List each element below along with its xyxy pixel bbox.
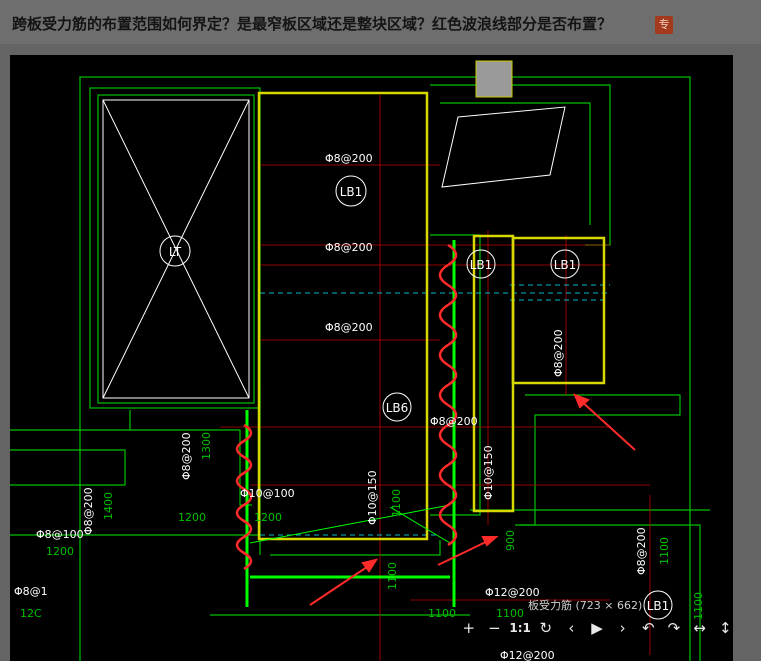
label-lb1-top: LB1	[340, 185, 363, 199]
rebar-label: Φ10@100	[240, 487, 295, 500]
label-lb6: LB6	[386, 401, 409, 415]
rebar-label: Φ8@200	[180, 432, 193, 480]
rebar-label: Φ10@150	[366, 470, 379, 525]
arrows	[309, 393, 636, 606]
dimension-label: 1100	[658, 537, 671, 565]
rebar-dimension	[249, 504, 451, 544]
elevator-shaft	[102, 99, 566, 399]
rotate-left-icon: ↶	[642, 619, 655, 637]
rebar-label: Φ8@200	[430, 415, 478, 428]
flip-vertical-icon: ↕	[718, 619, 732, 637]
dimension-label: 1100	[496, 607, 524, 620]
reset-button[interactable]: ↻	[533, 615, 559, 641]
prev-button[interactable]: ‹	[559, 615, 585, 641]
flip-vertical-button[interactable]: ↕	[712, 615, 738, 641]
label-lt: LT	[169, 245, 182, 259]
axis-lines	[220, 95, 651, 661]
play-button[interactable]: ▶	[584, 615, 610, 641]
dimension-label: 1100	[692, 592, 705, 620]
cyan-lines	[260, 284, 610, 536]
dimension-label: 1200	[46, 545, 74, 558]
flip-horizontal-button[interactable]: ↔	[687, 615, 713, 641]
minus-icon: −	[488, 619, 501, 637]
column-block	[475, 60, 513, 98]
rebar-label: Φ8@200	[82, 487, 95, 535]
rotate-right-button[interactable]: ↷	[661, 615, 687, 641]
rebar-label: Φ12@200	[500, 649, 555, 661]
dimension-label: 12C	[20, 607, 42, 620]
actual-size-button[interactable]: 1:1	[507, 615, 533, 641]
rebar-label: Φ8@200	[552, 329, 565, 377]
dimension-label: 1100	[428, 607, 456, 620]
dimension-label: 1100	[390, 489, 403, 517]
rebar-label: Φ8@1	[14, 585, 48, 598]
refresh-icon: ↻	[539, 619, 553, 637]
dimension-label: 1300	[200, 432, 213, 460]
expert-badge: 专	[655, 16, 673, 34]
dimension-label: 1200	[178, 511, 206, 524]
rebar-label: Φ12@200	[485, 586, 540, 599]
rebar-label: Φ8@100	[36, 528, 84, 541]
label-lb1-right: LB1	[554, 258, 577, 272]
wavy-lines	[235, 243, 458, 571]
rebar-label: Φ8@200	[325, 241, 373, 254]
rebar-label: Φ8@200	[635, 527, 648, 575]
rebar-lines	[245, 240, 456, 607]
rotate-right-icon: ↷	[667, 619, 681, 637]
dimension-label: 900	[504, 530, 517, 551]
actual-size-icon: 1:1	[509, 621, 531, 635]
dimension-label: 1400	[102, 492, 115, 520]
chevron-right-icon: ›	[619, 619, 626, 637]
image-viewer[interactable]: LT LB1 LB1 LB1 LB6 LB1 Φ8@200 Φ8@200 Φ8@…	[10, 55, 733, 661]
zoom-in-button[interactable]: +	[456, 615, 482, 641]
post-header: 跨板受力筋的布置范围如何界定？是最窄板区域还是整块区域？红色波浪线部分是否布置？…	[0, 0, 761, 44]
viewer-toolbar: + − 1:1 ↻ ‹ ▶ › ↶ ↷ ↔ ↕	[456, 615, 738, 641]
cad-drawing: LT LB1 LB1 LB1 LB6 LB1 Φ8@200 Φ8@200 Φ8@…	[10, 60, 710, 661]
chevron-left-icon: ‹	[568, 619, 575, 637]
rebar-label: Φ10@150	[482, 445, 495, 500]
flip-horizontal-icon: ↔	[693, 619, 706, 637]
rotate-left-button[interactable]: ↶	[635, 615, 661, 641]
question-title: 跨板受力筋的布置范围如何界定？是最窄板区域还是整块区域？红色波浪线部分是否布置？	[12, 15, 613, 33]
next-button[interactable]: ›	[610, 615, 636, 641]
label-lb1-mid: LB1	[470, 258, 493, 272]
image-caption: 板受力筋 (723 × 662)	[528, 599, 643, 612]
play-icon: ▶	[591, 619, 603, 637]
label-lb1-bottom: LB1	[647, 599, 670, 613]
slab-outlines	[257, 91, 606, 541]
plus-icon: +	[462, 619, 476, 637]
zoom-out-button[interactable]: −	[482, 615, 508, 641]
dimension-label: 1200	[254, 511, 282, 524]
rebar-label: Φ8@200	[325, 321, 373, 334]
slab-markers	[335, 175, 673, 620]
rebar-label: Φ8@200	[325, 152, 373, 165]
dimension-label: 1100	[386, 562, 399, 590]
